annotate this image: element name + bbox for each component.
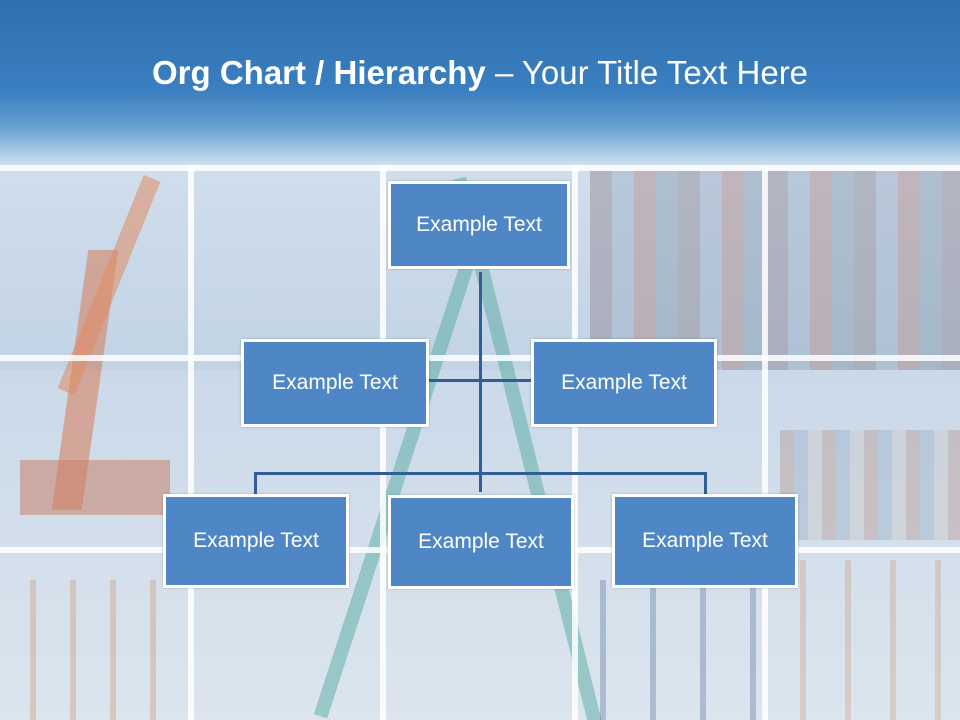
- org-assistant-left-box: Example Text: [241, 339, 429, 427]
- connector-assistants: [428, 379, 531, 382]
- connector-child-right: [704, 472, 707, 496]
- connector-trunk: [479, 272, 482, 492]
- org-box-label: Example Text: [561, 371, 687, 394]
- collage-divider: [0, 165, 960, 171]
- org-root-box: Example Text: [388, 181, 570, 269]
- connector-child-left: [254, 472, 257, 496]
- title-dash: –: [485, 54, 522, 91]
- title-band: [0, 0, 960, 165]
- org-box-label: Example Text: [642, 529, 768, 552]
- org-box-label: Example Text: [193, 529, 319, 552]
- org-box-label: Example Text: [416, 213, 542, 236]
- org-box-label: Example Text: [272, 371, 398, 394]
- org-child-left-box: Example Text: [163, 494, 349, 588]
- title-rest: Your Title Text Here: [521, 54, 809, 91]
- org-child-right-box: Example Text: [612, 494, 798, 588]
- collage-divider: [762, 130, 768, 720]
- title-bold: Org Chart / Hierarchy: [152, 54, 486, 91]
- org-assistant-right-box: Example Text: [531, 339, 717, 427]
- org-child-center-box: Example Text: [388, 495, 574, 589]
- connector-children-bar: [254, 472, 706, 475]
- slide-title: Org Chart / Hierarchy – Your Title Text …: [152, 54, 808, 92]
- collage-divider: [188, 130, 194, 720]
- org-box-label: Example Text: [418, 530, 544, 553]
